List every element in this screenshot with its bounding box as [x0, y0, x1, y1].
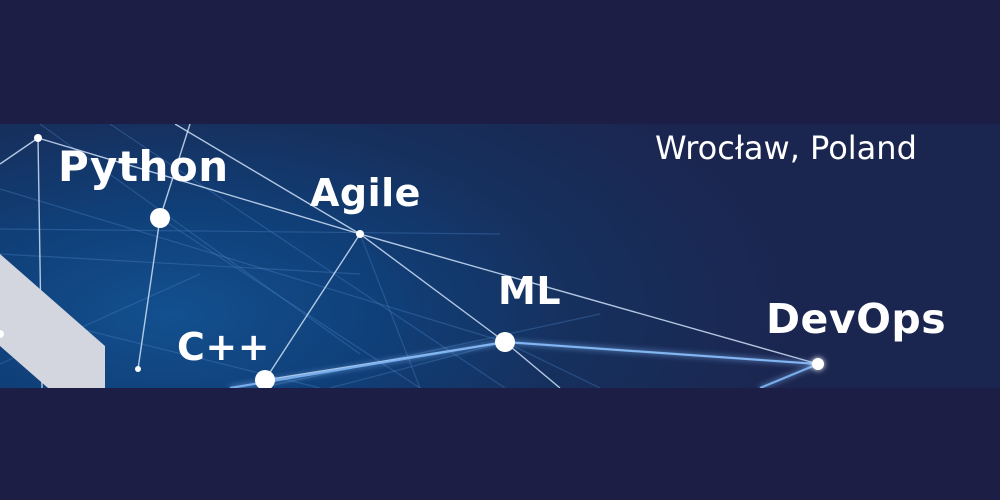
tag-python: Python: [58, 142, 229, 191]
tag-agile: Agile: [310, 171, 421, 215]
network-graphic: [0, 124, 824, 388]
chevron-shape: [0, 254, 105, 388]
tag-devops: DevOps: [766, 295, 947, 343]
tag-ml: ML: [498, 269, 562, 313]
tag-cpp: C++: [177, 325, 271, 369]
tech-network-banner: Python Agile ML C++ DevOps Wrocław, Pola…: [0, 124, 1000, 388]
location-text: Wrocław, Poland: [655, 129, 917, 167]
